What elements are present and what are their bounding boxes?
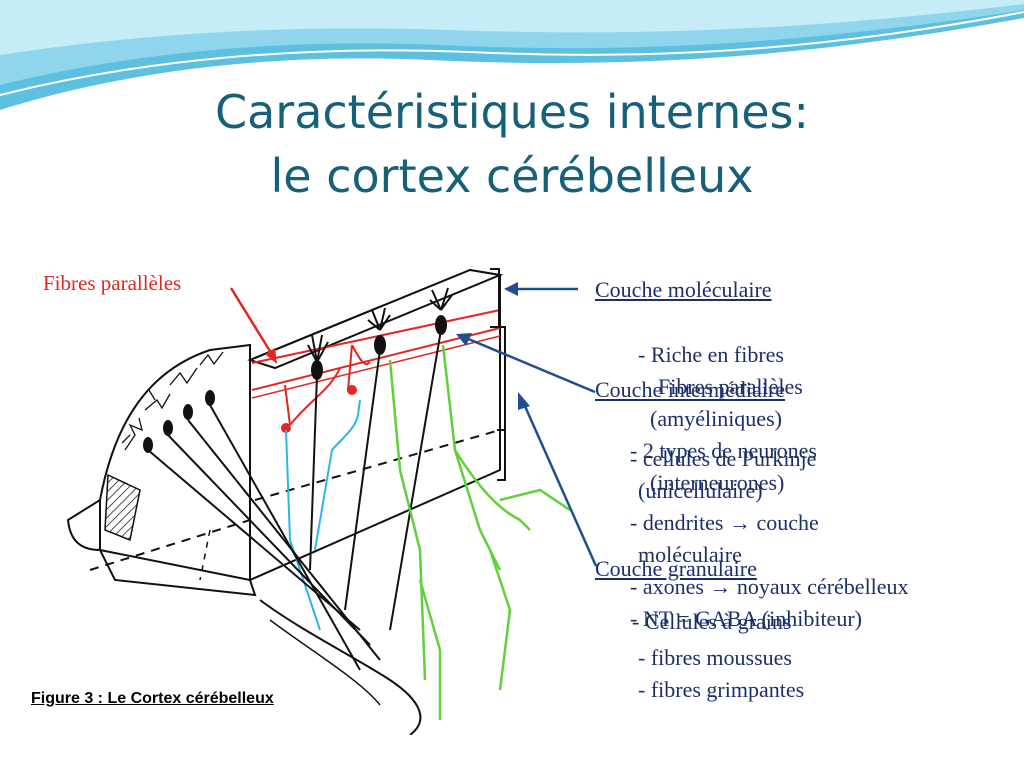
- list-moleculaire: - Riche en fibres Fibres parallèles (amy…: [630, 339, 817, 499]
- heading-couche-granulaire: Couche granulaire: [595, 556, 757, 581]
- list-item: (amyéliniques): [650, 406, 782, 431]
- list-item: - 2 types de neurones: [630, 438, 817, 463]
- list-item: - axones → noyaux cérébelleux: [630, 574, 909, 599]
- cortex-figure: [60, 250, 572, 735]
- heading-couche-moleculaire: Couche moléculaire: [595, 277, 772, 302]
- list-granulaire: - fibres moussues - fibres grimpantes: [638, 642, 804, 706]
- arrow-left-icon: [504, 282, 578, 296]
- list-item: - fibres grimpantes: [638, 677, 805, 702]
- page-title: Caractéristiques internes: le cortex cér…: [0, 80, 1024, 208]
- list-item: moléculaire: [638, 542, 742, 567]
- heading-couche-intermediaire: Couche intermédiaire: [595, 377, 785, 402]
- bracket-icon: [490, 268, 506, 481]
- list-item-cellules-grains: - Cellules à grains: [632, 609, 792, 634]
- list-item: - Riche en fibres: [638, 342, 784, 367]
- figure-caption: Figure 3 : Le Cortex cérébelleux: [31, 690, 274, 707]
- arrow-granulaire-icon: [518, 392, 598, 567]
- title-line-2: le cortex cérébelleux: [270, 149, 754, 203]
- label-fibres-paralleles: Fibres parallèles: [43, 271, 182, 295]
- list-item: - cellules de Purkinje: [630, 446, 817, 471]
- list-item: - dendrites → couche: [630, 510, 819, 535]
- list-item: - NT = GABA (inhibiteur): [630, 606, 862, 631]
- list-item: (interneurones): [650, 470, 785, 495]
- title-line-1: Caractéristiques internes:: [214, 85, 810, 139]
- list-item: Fibres parallèles: [658, 374, 803, 399]
- list-intermediaire: - cellules de Purkinje (unicellulaire) -…: [630, 443, 909, 635]
- red-arrow-icon: [229, 287, 277, 364]
- list-item: - fibres moussues: [638, 645, 792, 670]
- header-wave: [0, 0, 1024, 110]
- arrow-intermediaire-icon: [456, 333, 596, 394]
- list-item: (unicellulaire): [638, 478, 763, 503]
